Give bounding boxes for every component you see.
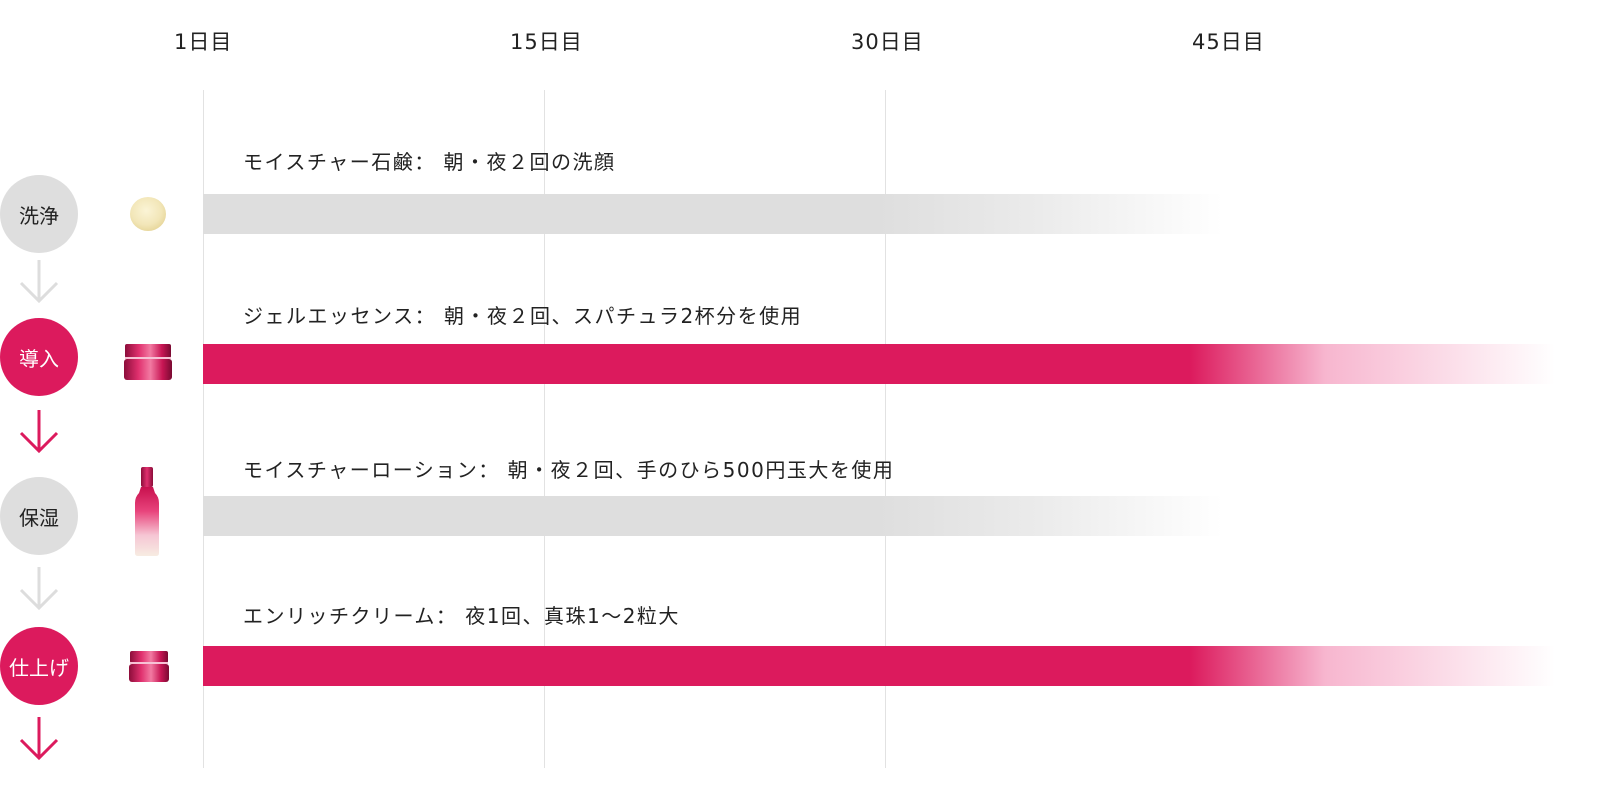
day-label-45: 45日目 [1192,30,1265,54]
gel-jar-icon [124,344,172,380]
arrow-down-icon [19,410,59,454]
step-circle-introduce: 導入 [0,318,78,396]
soap-icon [130,197,166,231]
arrow-down-icon [19,567,59,611]
step-circle-moisturize: 保湿 [0,477,78,555]
step-label: 洗浄 [19,203,59,228]
grid-line-day-15 [544,90,545,768]
grid-line-day-1 [203,90,204,768]
arrow-down-icon [19,260,59,304]
day-label-30: 30日目 [851,30,924,54]
step-circle-finish: 仕上げ [0,627,78,705]
grid-line-day-30 [885,90,886,768]
day-label-1: 1日目 [174,30,233,54]
timeline-bar-introduce [203,344,1555,384]
lotion-bottle-icon [135,467,159,556]
step-label: 導入 [19,346,59,371]
usage-text-cream: エンリッチクリーム： 夜1回、真珠1〜2粒大 [243,604,680,628]
cream-jar-icon [129,651,169,682]
timeline-bar-moisturize [203,496,1223,536]
usage-text-soap: モイスチャー石鹸： 朝・夜２回の洗顔 [243,150,616,174]
step-circle-cleanse: 洗浄 [0,175,78,253]
timeline-bar-finish [203,646,1555,686]
timeline-bar-cleanse [203,194,1223,234]
usage-text-lotion: モイスチャーローション： 朝・夜２回、手のひら500円玉大を使用 [243,458,895,482]
arrow-down-icon [19,717,59,761]
day-label-15: 15日目 [510,30,583,54]
step-label: 保湿 [19,505,59,530]
usage-text-gel-essence: ジェルエッセンス： 朝・夜２回、スパチュラ2杯分を使用 [243,304,803,328]
step-label: 仕上げ [9,655,69,680]
